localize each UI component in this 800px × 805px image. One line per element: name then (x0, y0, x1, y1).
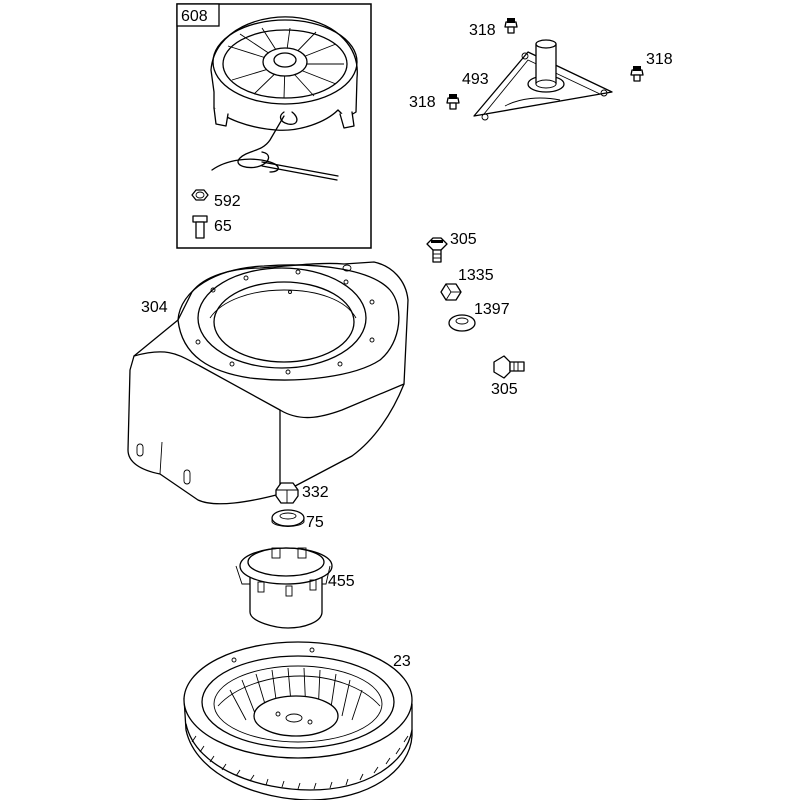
callout-1335: 1335 (458, 267, 494, 284)
callout-608: 608 (181, 8, 208, 25)
callout-318-left: 318 (409, 94, 436, 111)
callout-304: 304 (141, 299, 168, 316)
bolt-305-bottom (493, 355, 525, 379)
callout-305-bottom: 305 (491, 381, 518, 398)
callout-493: 493 (462, 71, 489, 88)
blower-housing (127, 261, 409, 505)
callout-592: 592 (214, 193, 241, 210)
nut-332 (275, 482, 299, 504)
callout-318-top: 318 (469, 22, 496, 39)
rewind-starter-group: 608 (176, 3, 372, 249)
callout-318-right: 318 (646, 51, 673, 68)
callout-305-top: 305 (450, 231, 477, 248)
washer-75 (271, 509, 305, 527)
callout-332: 332 (302, 484, 329, 501)
screw-318-left (446, 94, 460, 110)
screw-318-top (504, 18, 518, 34)
fastener-group: 305 1335 1397 305 (426, 231, 525, 398)
callout-1397: 1397 (474, 301, 510, 318)
stud-305-top (426, 237, 448, 263)
flywheel (183, 641, 413, 801)
callout-23: 23 (393, 653, 411, 670)
debris-guard-group: 318 493 318 318 (409, 18, 673, 121)
screw-318-right (630, 66, 644, 82)
callout-455: 455 (328, 573, 355, 590)
starter-cup (235, 547, 333, 629)
callout-65: 65 (214, 218, 232, 235)
nut-1335 (440, 283, 462, 301)
washer-1397 (448, 314, 476, 332)
rewind-starter (191, 16, 358, 239)
starter-label-box (176, 3, 220, 27)
callout-75: 75 (306, 514, 324, 531)
